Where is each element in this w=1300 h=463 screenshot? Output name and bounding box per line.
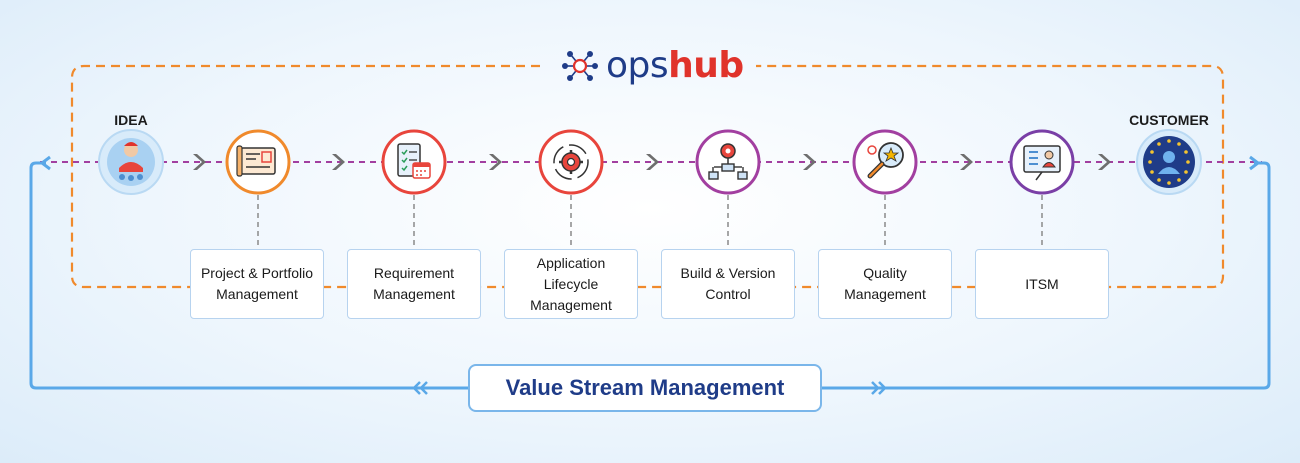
chevron-right-icon: [1098, 154, 1111, 170]
feedback-left-path: [29, 161, 468, 390]
person-icon: [124, 143, 138, 157]
connectors: [257, 195, 1043, 249]
value-stream-management-box: Value Stream Management: [468, 364, 822, 412]
customer-person-icon: [1158, 151, 1180, 174]
arrow-right-loop-icon: [1249, 155, 1261, 171]
stage-box-6: ITSM: [975, 249, 1109, 319]
stage-box-3: Application Lifecycle Management: [504, 249, 638, 319]
stage-box-2: Requirement Management: [347, 249, 481, 319]
service-screen-icon: [1023, 145, 1061, 181]
stage-node-6: [1009, 129, 1075, 195]
orange-dashed-frame: [70, 64, 1225, 289]
customer-label: CUSTOMER: [1129, 112, 1209, 128]
gear-flowchart-icon: [708, 143, 748, 180]
chevron-right-icon: [646, 154, 659, 170]
blueprint-icon: [236, 145, 276, 177]
chevron-right-icon: [332, 154, 345, 170]
stage-node-4: [695, 129, 761, 195]
chevron-right-icon: [193, 154, 206, 170]
chevron-right-icon: [489, 154, 502, 170]
gear-cycle-icon: [553, 144, 589, 180]
idea-node: [98, 129, 164, 195]
checklist-calendar-icon: [397, 143, 431, 179]
stage-node-2: [381, 129, 447, 195]
logo-hub: hub: [668, 45, 744, 86]
stars-icon: [1148, 139, 1190, 185]
logo-wordmark: opshub: [606, 48, 744, 84]
stage-node-1: [225, 129, 291, 195]
stage-node-3: [538, 129, 604, 195]
chevron-right-icon: [803, 154, 816, 170]
stage-box-1: Project & Portfolio Management: [190, 249, 324, 319]
vsm-chevrons: [412, 381, 887, 395]
feedback-loop: [29, 155, 1271, 390]
stage-node-5: [852, 129, 918, 195]
stage-chevrons: [193, 154, 1111, 170]
magnifier-star-icon: [867, 142, 904, 179]
opshub-logo: opshub: [560, 44, 750, 88]
customer-node: [1136, 129, 1202, 195]
stage-box-4: Build & Version Control: [661, 249, 795, 319]
feedback-right-path: [822, 161, 1271, 390]
logo-ops: ops: [606, 45, 669, 86]
network-hub-icon: [562, 51, 598, 81]
idea-label: IDEA: [114, 112, 148, 128]
double-chevron-right-icon: [871, 381, 880, 395]
chevron-right-icon: [960, 154, 973, 170]
double-chevron-left-icon: [412, 381, 421, 395]
arrow-left-loop-icon: [39, 155, 51, 171]
stage-box-5: Quality Management: [818, 249, 952, 319]
